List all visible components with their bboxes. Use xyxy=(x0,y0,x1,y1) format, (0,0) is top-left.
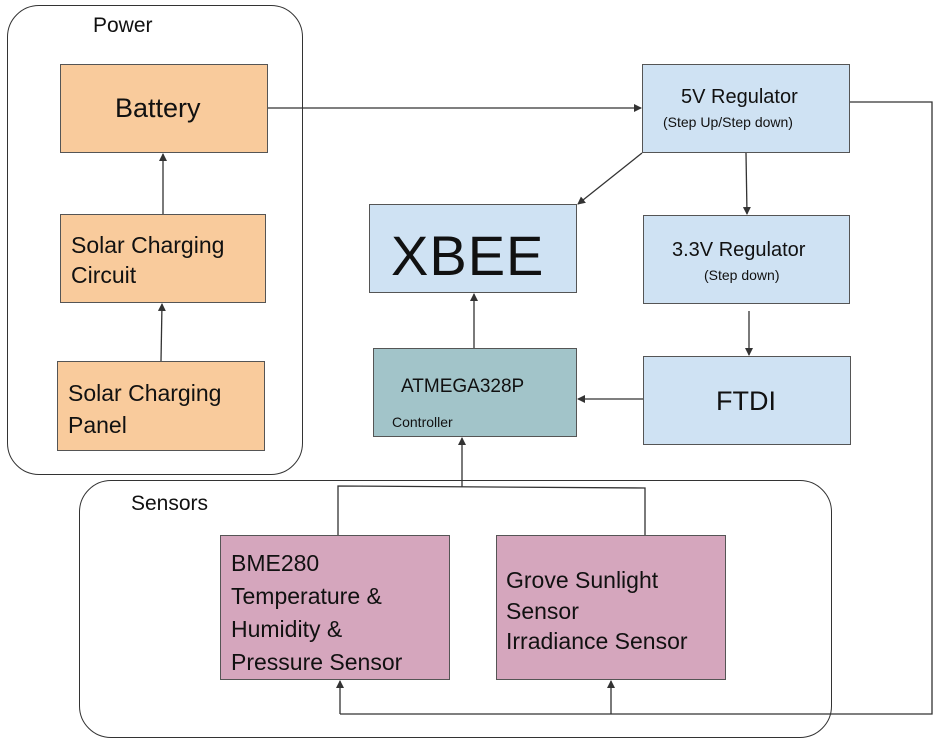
bme280-label-line1: BME280 xyxy=(231,550,320,576)
solar-charging-panel-block: Solar Charging Panel xyxy=(57,361,265,451)
solar-charging-circuit-label-line2: Circuit xyxy=(71,262,137,288)
bme280-label-line3: Humidity & xyxy=(231,616,343,642)
battery-block: Battery xyxy=(60,64,268,153)
regulator-3v3-subtitle: (Step down) xyxy=(704,267,780,283)
power-group xyxy=(7,5,303,475)
xbee-label: XBEE xyxy=(391,224,545,287)
sensors-group-label: Sensors xyxy=(131,492,209,515)
solar-charging-circuit-label-line1: Solar Charging xyxy=(71,232,225,258)
wire-sensor-bus xyxy=(337,485,646,535)
xbee-block: XBEE xyxy=(369,204,577,293)
grove-label-line2: Sensor xyxy=(506,598,579,624)
ftdi-label: FTDI xyxy=(716,386,776,416)
solar-charging-panel-label-line2: Panel xyxy=(68,412,127,438)
atmega328p-label: ATMEGA328P xyxy=(401,376,525,397)
battery-label: Battery xyxy=(115,93,201,123)
regulator-5v-subtitle: (Step Up/Step down) xyxy=(663,114,793,130)
controller-label: Controller xyxy=(392,414,453,430)
ftdi-block: FTDI xyxy=(643,356,851,445)
grove-sunlight-sensor-block: Grove Sunlight Sensor Irradiance Sensor xyxy=(496,535,726,680)
atmega328p-controller-block: ATMEGA328P Controller xyxy=(373,348,577,437)
grove-label-line1: Grove Sunlight xyxy=(506,567,659,593)
regulator-5v-block: 5V Regulator (Step Up/Step down) xyxy=(642,64,850,153)
bme280-label-line2: Temperature & xyxy=(231,583,382,609)
wire-5v-to-xbee xyxy=(577,152,643,205)
solar-charging-circuit-block: Solar Charging Circuit xyxy=(60,214,266,303)
bme280-label-line4: Pressure Sensor xyxy=(231,649,403,675)
bme280-sensor-block: BME280 Temperature & Humidity & Pressure… xyxy=(220,535,450,680)
wire-panel-to-circuit xyxy=(157,303,166,362)
power-group-label: Power xyxy=(93,14,153,37)
wire-5v-to-3v3 xyxy=(742,152,751,215)
wire-5v-power-rail xyxy=(340,101,933,715)
regulator-3v3-title: 3.3V Regulator xyxy=(672,239,806,261)
sensors-group xyxy=(79,480,832,738)
solar-charging-panel-label-line1: Solar Charging xyxy=(68,380,222,406)
grove-label-line3: Irradiance Sensor xyxy=(506,628,688,654)
regulator-3v3-block: 3.3V Regulator (Step down) xyxy=(643,215,850,304)
regulator-5v-title: 5V Regulator xyxy=(681,86,798,108)
